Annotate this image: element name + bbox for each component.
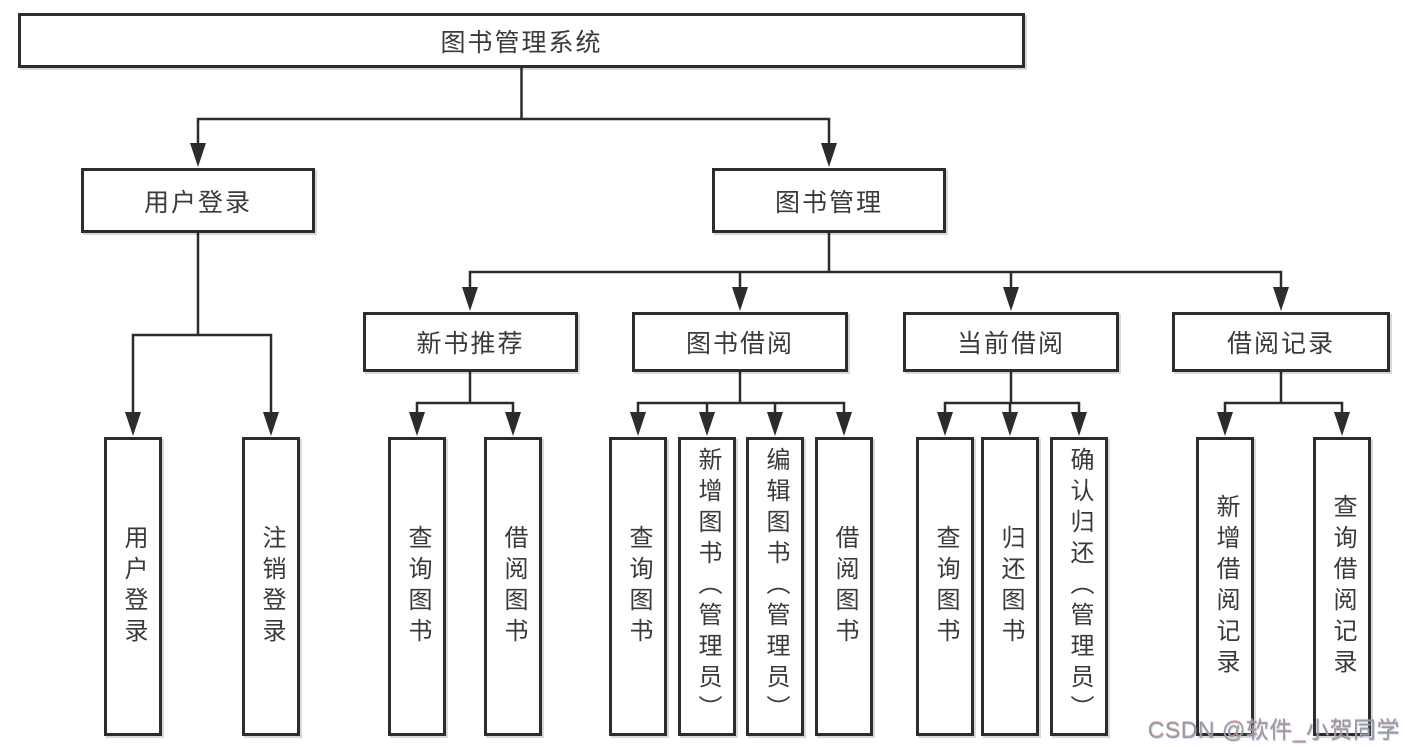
node-book-borrowing: 图书借阅	[632, 312, 848, 372]
node-label: 新书推荐	[416, 330, 525, 358]
leaf-query-books-recommend: 查询图书	[388, 437, 446, 736]
arrow-down-icon	[409, 412, 425, 436]
node-label: 用户登录	[143, 188, 252, 217]
arrow-down-icon	[630, 412, 646, 436]
leaf-add-book-admin: 新增图书（管理员）	[678, 437, 736, 736]
leaf-edit-book-admin: 编辑图书（管理员）	[746, 437, 804, 736]
leaf-query-borrow-record: 查询借阅记录	[1313, 437, 1371, 736]
node-book-management: 图书管理	[712, 168, 946, 233]
connector-current-borrow-to-leaves	[943, 370, 1081, 416]
connector-book-mgmt-to-level3	[468, 231, 1283, 292]
node-label: 注销登录	[258, 524, 285, 649]
arrow-down-icon	[1273, 287, 1289, 311]
node-borrowing-records: 借阅记录	[1172, 312, 1390, 372]
arrow-down-icon	[836, 412, 852, 436]
node-label: 查询图书	[625, 524, 652, 649]
node-label: 用户登录	[120, 524, 147, 649]
leaf-borrow-books: 借阅图书	[815, 437, 873, 736]
arrow-down-icon	[732, 287, 748, 311]
arrow-down-icon	[699, 412, 715, 436]
connector-book-borrow-to-leaves	[636, 370, 846, 416]
arrow-down-icon	[767, 412, 783, 436]
node-label: 新增图书（管理员）	[694, 447, 721, 726]
leaf-add-borrow-record: 新增借阅记录	[1196, 437, 1254, 736]
arrow-down-icon	[1002, 412, 1018, 436]
arrow-down-icon	[937, 412, 953, 436]
node-label: 确认归还（管理员）	[1066, 447, 1093, 726]
node-label: 借阅图书	[831, 524, 858, 649]
connector-root-to-level2	[196, 66, 831, 148]
node-label: 借阅记录	[1226, 330, 1335, 358]
arrow-down-icon	[462, 287, 478, 311]
node-library-management-system: 图书管理系统	[18, 13, 1025, 68]
node-label: 图书管理	[774, 188, 883, 217]
arrow-down-icon	[1003, 287, 1019, 311]
node-new-book-recommend: 新书推荐	[363, 312, 578, 372]
leaf-borrow-books-recommend: 借阅图书	[484, 437, 542, 736]
node-label: 当前借阅	[956, 330, 1065, 358]
node-label: 归还图书	[997, 524, 1024, 649]
node-label: 查询借阅记录	[1329, 493, 1356, 680]
leaf-query-books-borrowing: 查询图书	[609, 437, 667, 736]
node-label: 图书借阅	[685, 330, 794, 358]
connector-new-book-to-leaves	[415, 370, 515, 416]
leaf-confirm-return-admin: 确认归还（管理员）	[1050, 437, 1108, 736]
node-current-borrowing: 当前借阅	[903, 312, 1119, 372]
connector-borrow-record-to-leaves	[1223, 370, 1344, 416]
leaf-logout: 注销登录	[242, 437, 300, 736]
node-label: 编辑图书（管理员）	[762, 447, 789, 726]
node-label: 查询图书	[932, 524, 959, 649]
leaf-return-book: 归还图书	[981, 437, 1039, 736]
arrow-down-icon	[263, 412, 279, 436]
node-label: 图书管理系统	[440, 28, 603, 57]
node-label: 查询图书	[404, 524, 431, 649]
arrow-down-icon	[505, 412, 521, 436]
arrow-down-icon	[190, 143, 206, 167]
arrow-down-icon	[1334, 412, 1350, 436]
node-label: 借阅图书	[500, 524, 527, 649]
connector-user-login-to-leaves	[131, 231, 273, 416]
node-user-login: 用户登录	[81, 168, 315, 233]
arrow-down-icon	[125, 412, 141, 436]
arrow-down-icon	[1071, 412, 1087, 436]
watermark-text: CSDN @软件_小贺同学	[1147, 717, 1400, 743]
arrow-down-icon	[1217, 412, 1233, 436]
node-label: 新增借阅记录	[1212, 493, 1239, 680]
leaf-user-login: 用户登录	[104, 437, 162, 736]
arrow-down-icon	[821, 143, 837, 167]
leaf-query-books-current: 查询图书	[916, 437, 974, 736]
